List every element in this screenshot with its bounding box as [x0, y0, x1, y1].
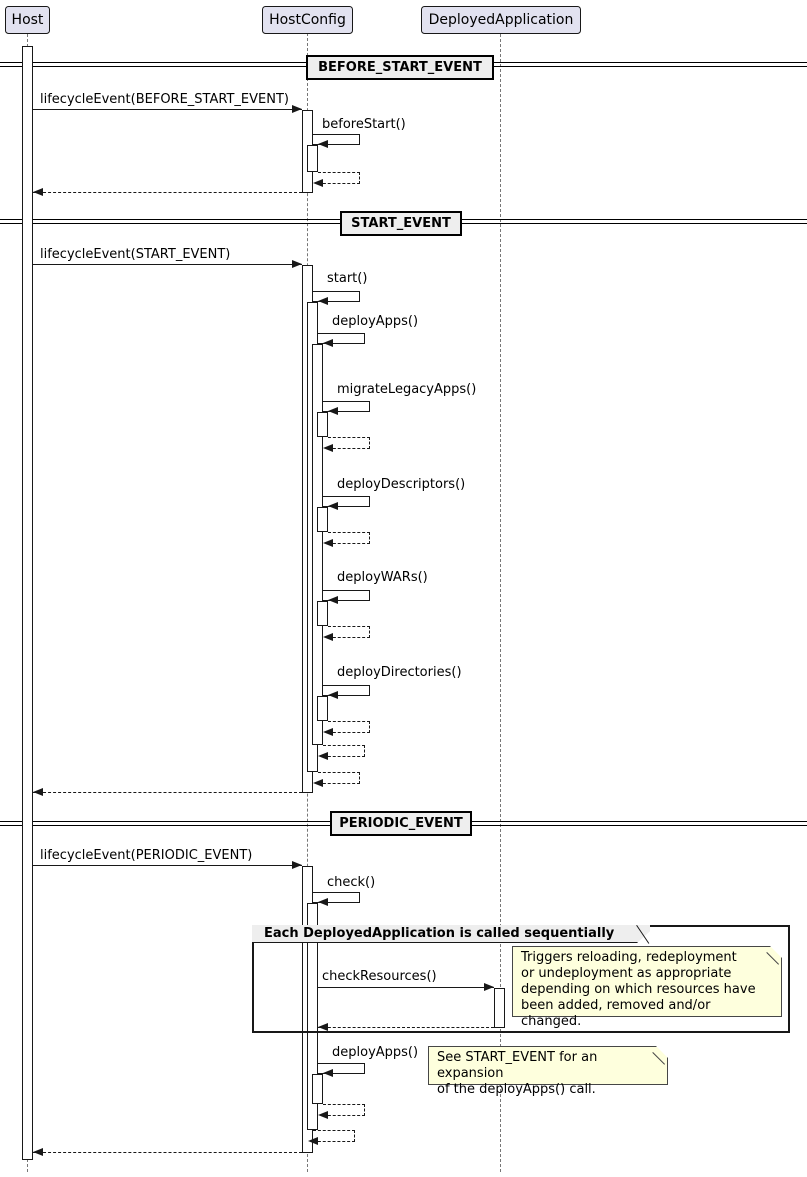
message-label-start: start()	[327, 271, 368, 286]
return-line	[33, 192, 302, 193]
divider-label: BEFORE_START_EVENT	[318, 60, 482, 75]
message-label-deploy-apps: deployApps()	[332, 314, 419, 329]
arrowhead-left-icon	[323, 633, 333, 641]
participant-deployedapplication: DeployedApplication	[421, 6, 581, 34]
arrowhead-left-icon	[318, 752, 328, 760]
self-call-bracket	[323, 590, 370, 601]
arrowhead-left-icon	[33, 1148, 43, 1156]
arrowhead-right-icon	[292, 861, 302, 869]
divider-periodic-event: PERIODIC_EVENT	[330, 811, 472, 836]
arrowhead-left-icon	[318, 1111, 328, 1119]
self-call-bracket	[323, 685, 370, 696]
activation-deployedapplication	[494, 988, 505, 1028]
self-return-bracket	[323, 745, 365, 757]
message-label-lifecycle-start: lifecycleEvent(START_EVENT)	[40, 247, 231, 262]
message-line	[33, 865, 302, 866]
arrowhead-left-icon	[328, 407, 338, 415]
arrowhead-left-icon	[323, 339, 333, 347]
participant-label: Host	[11, 12, 44, 28]
message-label-deploy-descriptors: deployDescriptors()	[337, 477, 466, 492]
arrowhead-left-icon	[328, 691, 338, 699]
self-call-bracket	[313, 291, 360, 302]
activation-host	[22, 46, 33, 1160]
arrowhead-left-icon	[323, 539, 333, 547]
message-label-deploy-directories: deployDirectories()	[337, 665, 462, 680]
participant-host: Host	[5, 6, 50, 34]
participant-hostconfig: HostConfig	[262, 6, 353, 34]
message-label-migrate-legacy-apps: migrateLegacyApps()	[337, 382, 477, 397]
self-call-bracket	[323, 401, 370, 412]
return-line	[33, 1152, 302, 1153]
self-call-bracket	[323, 496, 370, 507]
message-line	[33, 109, 302, 110]
self-call-bracket	[313, 892, 360, 903]
activation-hostconfig-nested	[317, 412, 328, 437]
divider-before-start-event: BEFORE_START_EVENT	[306, 55, 494, 80]
arrowhead-right-icon	[292, 260, 302, 268]
message-label-deploy-apps-periodic: deployApps()	[332, 1045, 419, 1060]
arrowhead-right-icon	[292, 105, 302, 113]
participant-label: HostConfig	[269, 12, 346, 28]
arrowhead-left-icon	[33, 188, 43, 196]
self-return-bracket	[313, 1130, 355, 1142]
activation-hostconfig-nested	[317, 696, 328, 721]
arrowhead-left-icon	[318, 1023, 328, 1031]
message-label-lifecycle-before-start: lifecycleEvent(BEFORE_START_EVENT)	[40, 92, 289, 107]
arrowhead-left-icon	[318, 898, 328, 906]
message-label-before-start: beforeStart()	[322, 117, 406, 132]
arrowhead-left-icon	[313, 779, 323, 787]
activation-hostconfig-nested	[307, 145, 318, 172]
arrowhead-left-icon	[323, 444, 333, 452]
message-label-check-resources: checkResources()	[322, 969, 437, 984]
self-return-bracket	[328, 532, 370, 544]
message-line	[33, 264, 302, 265]
note-check-resources: Triggers reloading, redeployment or unde…	[512, 946, 782, 1029]
arrowhead-left-icon	[318, 140, 328, 148]
return-line	[33, 792, 302, 793]
group-label: Each DeployedApplication is called seque…	[264, 926, 615, 941]
message-label-lifecycle-periodic: lifecycleEvent(PERIODIC_EVENT)	[40, 848, 253, 863]
arrowhead-left-icon	[323, 728, 333, 736]
arrowhead-left-icon	[328, 596, 338, 604]
lifeline-deployedapplication	[500, 34, 501, 1172]
self-return-bracket	[323, 1104, 365, 1116]
divider-label: PERIODIC_EVENT	[339, 816, 463, 831]
arrowhead-left-icon	[328, 502, 338, 510]
arrowhead-right-icon	[484, 983, 494, 991]
message-line	[318, 987, 494, 988]
arrowhead-left-icon	[313, 179, 323, 187]
arrowhead-left-icon	[323, 1069, 333, 1077]
self-return-bracket	[318, 772, 360, 784]
activation-hostconfig-nested	[307, 903, 318, 1130]
participant-label: DeployedApplication	[428, 12, 574, 28]
group-header	[252, 925, 650, 943]
arrowhead-left-icon	[318, 297, 328, 305]
self-return-bracket	[328, 437, 370, 449]
divider-start-event: START_EVENT	[340, 211, 462, 236]
activation-hostconfig-nested	[312, 344, 323, 745]
message-label-check: check()	[327, 875, 376, 890]
activation-hostconfig-nested	[317, 601, 328, 626]
activation-hostconfig-nested	[317, 507, 328, 532]
divider-label: START_EVENT	[351, 216, 451, 231]
self-call-bracket	[318, 1063, 365, 1074]
self-return-bracket	[318, 172, 360, 184]
self-call-bracket	[313, 134, 360, 145]
arrowhead-left-icon	[308, 1137, 318, 1145]
note-deploy-apps: See START_EVENT for an expansion of the …	[428, 1046, 668, 1097]
message-label-deploy-wars: deployWARs()	[337, 570, 428, 585]
self-return-bracket	[328, 626, 370, 638]
activation-hostconfig-nested	[312, 1074, 323, 1104]
self-return-bracket	[328, 721, 370, 733]
self-call-bracket	[318, 333, 365, 344]
arrowhead-left-icon	[33, 788, 43, 796]
return-line	[318, 1027, 494, 1028]
